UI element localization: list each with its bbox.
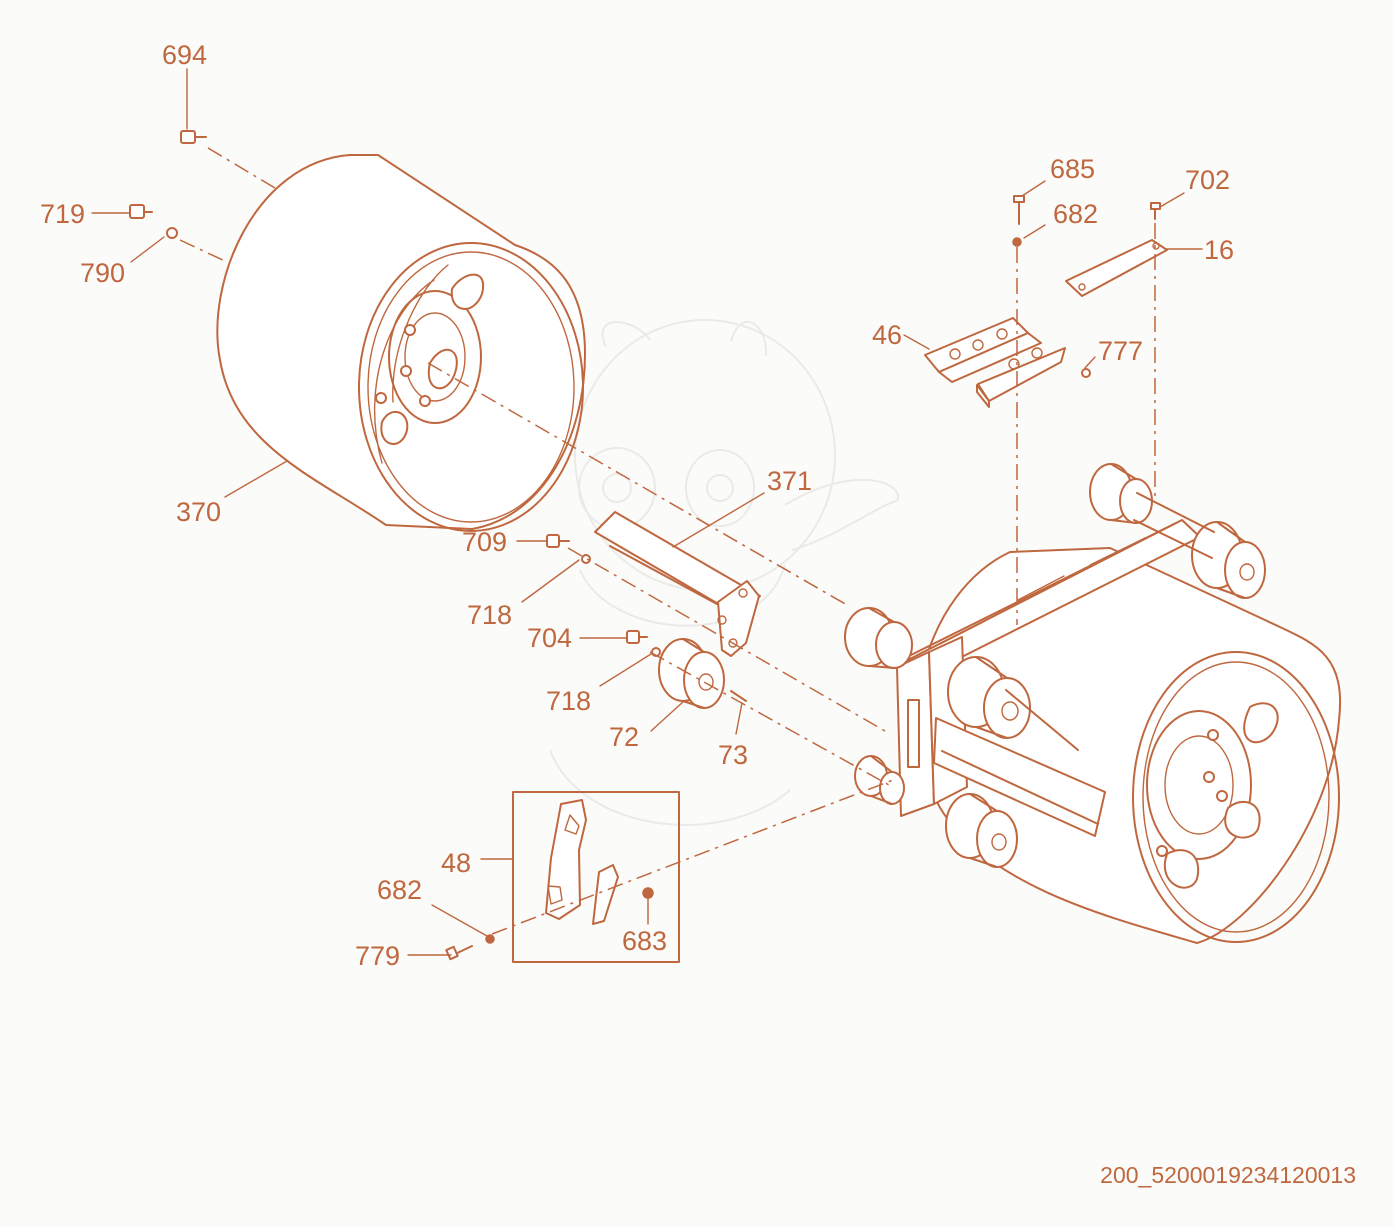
clamp-46 — [924, 317, 1066, 408]
washer-682-top — [1012, 237, 1022, 247]
callout-685: 685 — [1050, 154, 1095, 184]
callout-682-bottom: 682 — [377, 875, 422, 905]
pin-73 — [730, 690, 747, 702]
front-upper-roller — [947, 656, 1031, 739]
bolt-694 — [180, 130, 196, 144]
callout-73: 73 — [718, 740, 748, 770]
callout-694: 694 — [162, 40, 207, 70]
rear-top-roller-right — [1191, 521, 1266, 599]
nut-777 — [1081, 368, 1091, 378]
callout-709: 709 — [462, 527, 507, 557]
callout-718-top: 718 — [467, 600, 512, 630]
roller-72 — [658, 638, 725, 709]
callout-370: 370 — [176, 497, 221, 527]
drawing-id: 200_5200019234120013 — [1100, 1162, 1356, 1188]
small-fasteners — [129, 130, 1161, 961]
bolt-709 — [546, 534, 560, 548]
callout-371: 371 — [767, 466, 812, 496]
front-drum-rim — [1132, 651, 1340, 943]
main-frame-assembly — [844, 463, 1342, 944]
insert-box-48 — [512, 791, 680, 963]
mounting-bracket-371 — [594, 511, 761, 657]
callout-790: 790 — [80, 258, 125, 288]
callout-719: 719 — [40, 199, 85, 229]
front-drum-inner-rim — [1142, 661, 1330, 933]
callout-48: 48 — [441, 848, 471, 878]
bolt-719 — [129, 204, 145, 219]
rear-top-roller-left — [1089, 463, 1153, 524]
rear-drum-inner-rim — [367, 251, 575, 523]
callout-702: 702 — [1185, 165, 1230, 195]
callout-labels: 694 719 790 370 685 682 702 16 46 777 37… — [40, 40, 1234, 971]
callout-777: 777 — [1098, 336, 1143, 366]
washer-682-bottom — [485, 934, 495, 944]
front-drum-hub-ring — [1146, 710, 1252, 860]
callout-683: 683 — [622, 926, 667, 956]
callout-72: 72 — [609, 722, 639, 752]
callout-718-bottom: 718 — [546, 686, 591, 716]
bolt-704 — [626, 630, 640, 644]
callout-682-top: 682 — [1053, 199, 1098, 229]
washer-790 — [166, 227, 178, 239]
leader-lines — [91, 68, 1203, 956]
plate-16 — [1065, 239, 1168, 297]
front-lower-roller — [945, 793, 1018, 868]
rear-drum-group — [216, 154, 586, 532]
callout-704: 704 — [527, 623, 572, 653]
rear-drum-hub-ring — [388, 290, 482, 424]
callout-46: 46 — [872, 320, 902, 350]
callout-16: 16 — [1204, 235, 1234, 265]
assembly-lines — [179, 147, 1156, 935]
left-upper-roller — [844, 607, 913, 669]
ball-683 — [642, 887, 654, 899]
rear-drum-rim — [358, 242, 584, 532]
callout-779: 779 — [355, 941, 400, 971]
washer-718-top — [581, 554, 591, 564]
